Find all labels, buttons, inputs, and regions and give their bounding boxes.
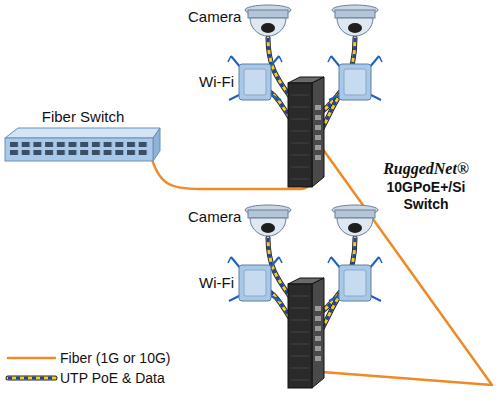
wifi-access-point-icon <box>228 257 282 301</box>
legend-entry: Fiber (1G or 10G) <box>60 350 170 366</box>
ruggednet-switch-symbol <box>288 77 324 187</box>
wifi-access-point-icon <box>328 56 382 100</box>
fiber-switch-symbol <box>153 128 160 161</box>
dome-camera-icon <box>332 205 378 236</box>
fiber-switch-symbol <box>5 128 160 161</box>
node-label: Fiber Switch <box>5 108 161 125</box>
model-name: Switch <box>372 196 480 213</box>
legend-utp-sample <box>8 378 55 379</box>
device-label: Wi-Fi <box>199 73 234 90</box>
fiber-link <box>322 148 492 385</box>
legend-entry: UTP PoE & Data <box>60 370 165 386</box>
legend-text: Fiber (1G or 10G) <box>60 350 170 366</box>
dome-camera-icon <box>245 205 291 236</box>
ruggednet-switch-symbol <box>288 278 324 388</box>
wifi-access-point-icon <box>228 56 282 100</box>
fiber-switch-symbol <box>5 138 153 161</box>
legend-utp-sample <box>8 377 55 380</box>
fiber-switch-symbol <box>10 142 150 156</box>
legend-text: UTP PoE & Data <box>60 370 165 386</box>
legend-utp-sample <box>8 377 55 380</box>
device-label: Camera <box>188 8 241 25</box>
switch-node: Fiber Switch <box>5 108 161 161</box>
dome-camera-icon <box>332 5 378 36</box>
fiber-switch-symbol <box>5 128 160 138</box>
legend-utp-sample <box>8 376 55 381</box>
legend-fiber-sample <box>8 357 55 360</box>
device-label: Wi-Fi <box>199 274 234 291</box>
brand-name: RuggedNet® <box>372 160 480 177</box>
device-label: Camera <box>188 208 241 225</box>
dome-camera-icon <box>245 5 291 36</box>
model-name: 10GPoE+/Si <box>372 179 480 196</box>
wifi-access-point-icon <box>328 257 382 301</box>
